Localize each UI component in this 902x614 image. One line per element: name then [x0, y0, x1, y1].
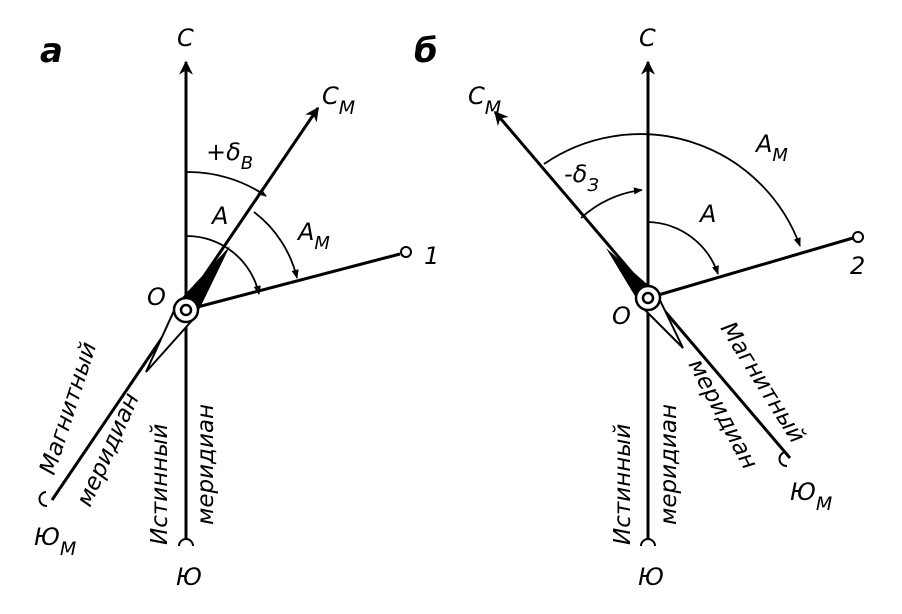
panel-b: б С Ю СМ ЮМ 2 О -δЗ А АМ Истинный мериди…	[414, 24, 865, 591]
panel-a-label: а	[40, 31, 63, 71]
panel-b-declination-label: -δЗ	[564, 160, 599, 196]
panel-a-magnetic-north-sub: М	[339, 97, 355, 119]
panel-b-magnetic-azimuth-label: АМ	[754, 130, 788, 166]
panel-a-magnetic-azimuth-label: АМ	[296, 218, 330, 254]
panel-b-magnetic-south-hook	[778, 451, 788, 467]
panel-a-south-label: Ю	[176, 563, 202, 591]
panel-a-magnetic-azimuth-arc	[253, 211, 299, 279]
panel-b-magnetic-azimuth-sub: М	[772, 145, 788, 166]
panel-a-point-marker	[400, 246, 412, 258]
panel-a-magnetic-south-main: Ю	[34, 523, 60, 551]
panel-b-magnetic-south-label: ЮМ	[790, 478, 832, 515]
panel-b-point-marker	[852, 231, 864, 243]
panel-b-declination-sub: З	[587, 175, 599, 196]
panel-b-line-to-point	[647, 236, 854, 300]
panel-a-magnetic-south-label: ЮМ	[34, 523, 76, 560]
panel-b-point-label: 2	[850, 252, 865, 280]
panel-a-pivot-inner	[179, 303, 193, 317]
panel-b-declination-arc	[580, 187, 643, 219]
panel-a-declination-label: +δВ	[206, 138, 253, 174]
panel-a-center-label: О	[147, 283, 166, 311]
panel-a: а С Ю СМ ЮМ 1 О +δВ А АМ Истинный мериди…	[34, 24, 439, 591]
panel-b-magnetic-south-main: Ю	[790, 478, 816, 506]
panel-a-true-meridian-text-1: Истинный	[147, 424, 173, 545]
panel-a-magnetic-south-hook	[38, 491, 48, 507]
panel-b-north-label: С	[639, 24, 656, 52]
panel-a-declination-main: +δ	[206, 138, 241, 166]
panel-a-declination-arc	[185, 171, 267, 197]
panel-b-magnetic-azimuth-main: А	[754, 130, 772, 158]
panel-a-magnetic-north-label: СМ	[322, 82, 355, 119]
panel-a-magnetic-south-sub: М	[60, 538, 76, 560]
panel-b-center-label: О	[612, 302, 631, 330]
panel-a-magnetic-north-main: С	[322, 82, 339, 110]
panel-b-magnetic-north-main: С	[468, 82, 485, 110]
panel-a-magnetic-azimuth-main: А	[296, 218, 314, 246]
panel-b-azimuth-label: А	[698, 200, 716, 228]
panel-b-true-meridian-text-1: Истинный	[610, 424, 636, 545]
panel-b-magnetic-south-sub: М	[816, 493, 832, 515]
panel-a-magnetic-meridian-text-2: меридиан	[72, 389, 145, 510]
panel-a-azimuth-label: А	[210, 202, 228, 230]
panel-a-magnetic-azimuth-sub: М	[314, 233, 330, 254]
panel-b-true-meridian-text-2: меридиан	[656, 404, 682, 525]
panel-b-south-hook	[640, 538, 656, 547]
panel-b-azimuth-arc	[647, 221, 719, 275]
panel-b-magnetic-north-label: СМ	[468, 82, 501, 119]
panel-b-label: б	[414, 31, 438, 71]
panel-a-north-label: С	[177, 24, 194, 52]
panel-a-azimuth-arc	[185, 235, 261, 295]
panel-a-point-label: 1	[424, 242, 439, 270]
panel-b-magnetic-north-sub: М	[485, 97, 501, 119]
panel-b-declination-main: -δ	[564, 160, 587, 188]
panel-b-magnetic-azimuth-arc	[543, 133, 801, 247]
panel-b-south-label: Ю	[638, 563, 664, 591]
panel-a-south-hook	[178, 538, 194, 547]
panel-a-true-meridian-text-2: меридиан	[193, 404, 219, 525]
panel-a-declination-sub: В	[241, 153, 253, 174]
panel-a-line-to-point	[185, 252, 401, 312]
panel-b-pivot-inner	[641, 291, 655, 305]
